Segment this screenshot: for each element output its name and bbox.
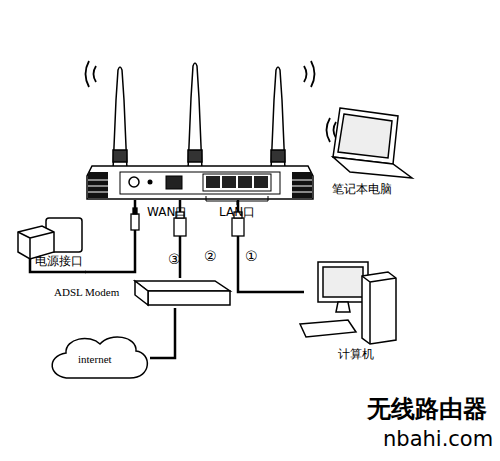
cable bbox=[85, 200, 135, 272]
callout-number: ② bbox=[204, 249, 217, 264]
rj45-plug bbox=[232, 218, 244, 236]
internet-node: internet bbox=[48, 336, 150, 380]
watermark: 无线路由器 bbox=[367, 396, 487, 422]
laptop bbox=[333, 108, 412, 178]
lan-port bbox=[254, 176, 268, 188]
port-label: WAN口 bbox=[147, 206, 187, 219]
cloud-label: internet bbox=[78, 353, 112, 365]
device-label: 电源接口 bbox=[35, 255, 83, 268]
computer: 计算机 bbox=[300, 258, 398, 346]
rj45-plug bbox=[174, 218, 186, 236]
router: WAN口LAN口 bbox=[85, 58, 315, 200]
tower-edge bbox=[362, 276, 396, 344]
device-label: 计算机 bbox=[338, 348, 374, 361]
power-plug-tip bbox=[133, 208, 137, 214]
reset-button bbox=[148, 180, 153, 185]
device-label: 笔记本电脑 bbox=[332, 183, 392, 196]
wifi-arc bbox=[86, 61, 90, 87]
lan-bracket bbox=[206, 196, 268, 205]
router-side bbox=[292, 172, 312, 198]
laptop: 笔记本电脑 bbox=[318, 104, 414, 182]
monitor-screen bbox=[323, 267, 363, 297]
modem-top bbox=[135, 281, 230, 291]
lan-port bbox=[206, 176, 220, 188]
antenna-joint bbox=[113, 150, 127, 162]
router-body bbox=[87, 166, 313, 199]
laptop-base bbox=[333, 157, 412, 178]
laptop-screen bbox=[333, 108, 398, 164]
wifi-arc bbox=[94, 66, 97, 82]
lan-port-block bbox=[203, 174, 271, 191]
antenna-joint bbox=[271, 150, 285, 162]
monitor bbox=[318, 262, 368, 302]
watermark: nbahi.com bbox=[383, 428, 493, 451]
callout-number: ① bbox=[245, 249, 258, 264]
lan-port bbox=[238, 176, 252, 188]
power-jack bbox=[129, 177, 139, 187]
antenna bbox=[113, 67, 127, 170]
laptop-display bbox=[338, 114, 392, 158]
back-panel bbox=[120, 172, 280, 194]
lan-port bbox=[222, 176, 236, 188]
pc-tower bbox=[362, 272, 396, 344]
callout-number: ③ bbox=[168, 252, 181, 267]
wifi-waves bbox=[86, 61, 337, 142]
port-label: LAN口 bbox=[219, 206, 255, 219]
cable bbox=[150, 308, 175, 358]
desktop-computer bbox=[300, 262, 396, 344]
router-antennas bbox=[113, 63, 285, 170]
router-case bbox=[87, 166, 313, 199]
antenna bbox=[271, 67, 285, 170]
wifi-arc bbox=[311, 61, 315, 87]
adsl-modem bbox=[135, 281, 230, 305]
antenna-joint bbox=[188, 150, 202, 162]
wifi-arc bbox=[327, 118, 331, 142]
modem-side bbox=[135, 281, 148, 305]
modem: ADSL Modem bbox=[130, 278, 232, 308]
power-outlet: 电源接口 bbox=[15, 215, 85, 277]
power-adapter bbox=[18, 218, 86, 272]
wifi-arc bbox=[304, 66, 307, 82]
wan-port bbox=[166, 176, 182, 189]
monitor-stand bbox=[336, 302, 350, 312]
internet-cloud bbox=[52, 337, 147, 378]
device-label: ADSL Modem bbox=[54, 286, 119, 298]
router-side bbox=[88, 172, 108, 198]
modem-front bbox=[148, 291, 230, 305]
power-plug bbox=[131, 214, 139, 230]
keyboard bbox=[300, 320, 356, 337]
antenna bbox=[188, 63, 202, 170]
